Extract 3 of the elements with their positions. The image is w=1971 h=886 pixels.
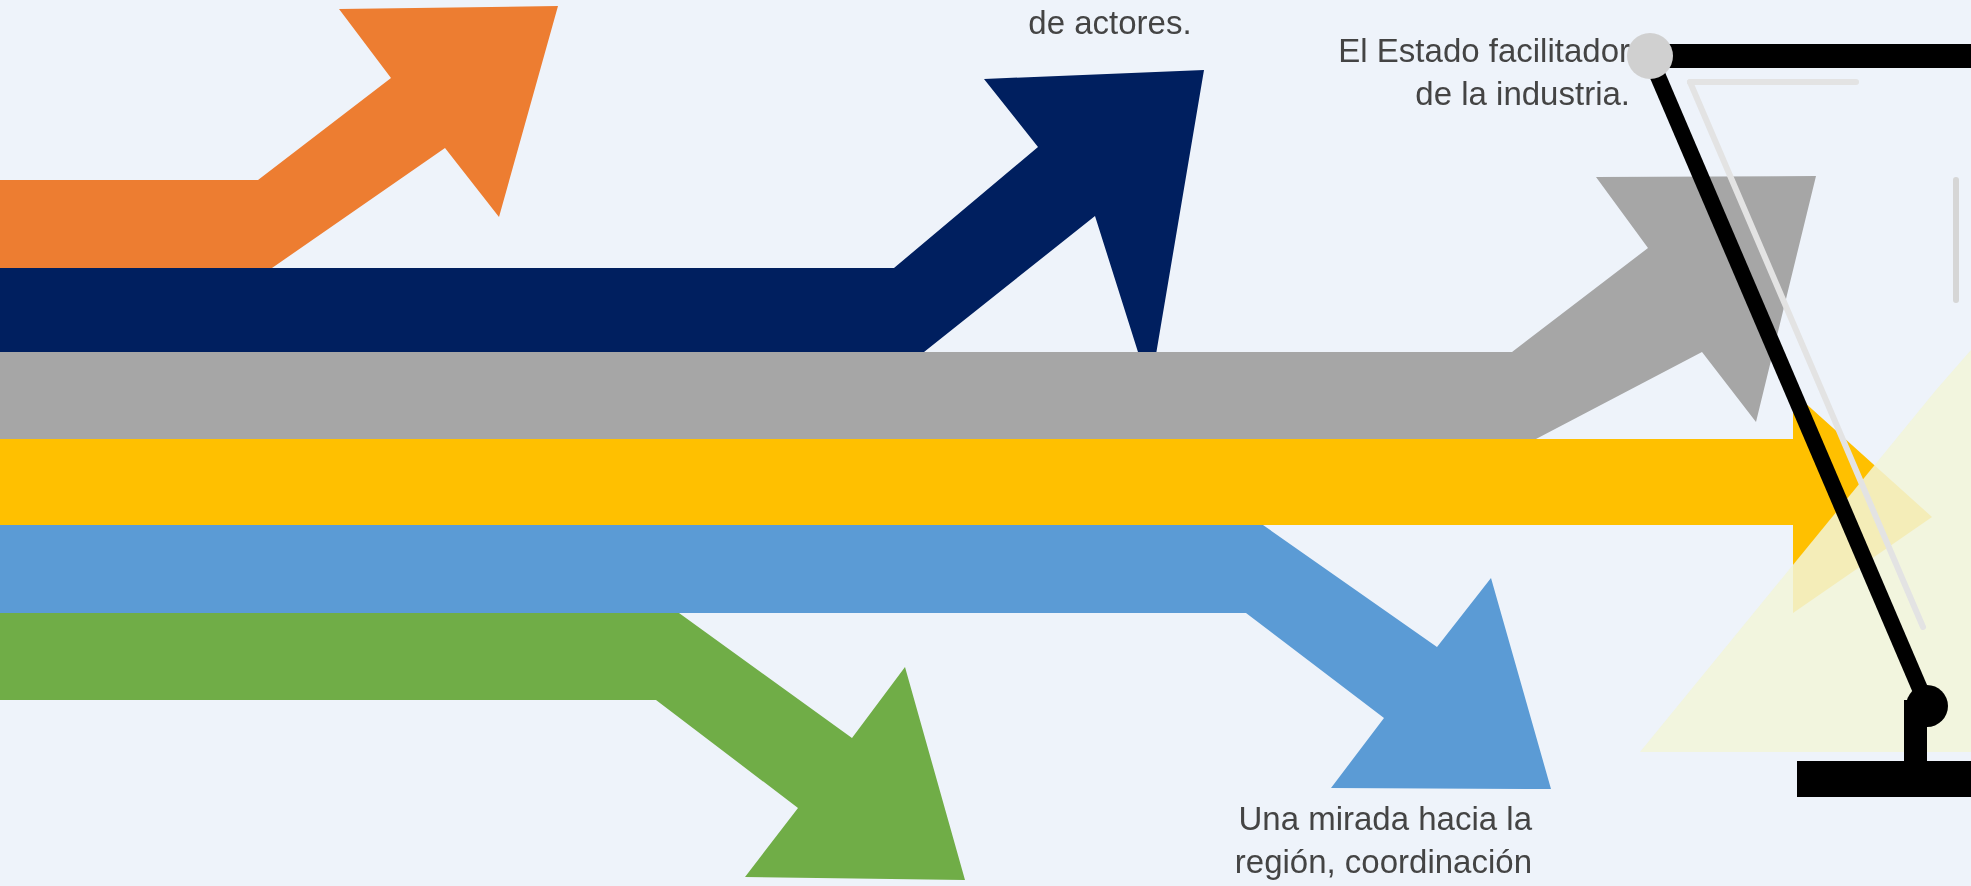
caption-text: de actores. xyxy=(1027,3,1193,43)
caption-text: Una mirada hacia la región, coordinación xyxy=(1233,799,1532,882)
caption-text: El Estado facilitador de la industria. xyxy=(1337,31,1630,114)
